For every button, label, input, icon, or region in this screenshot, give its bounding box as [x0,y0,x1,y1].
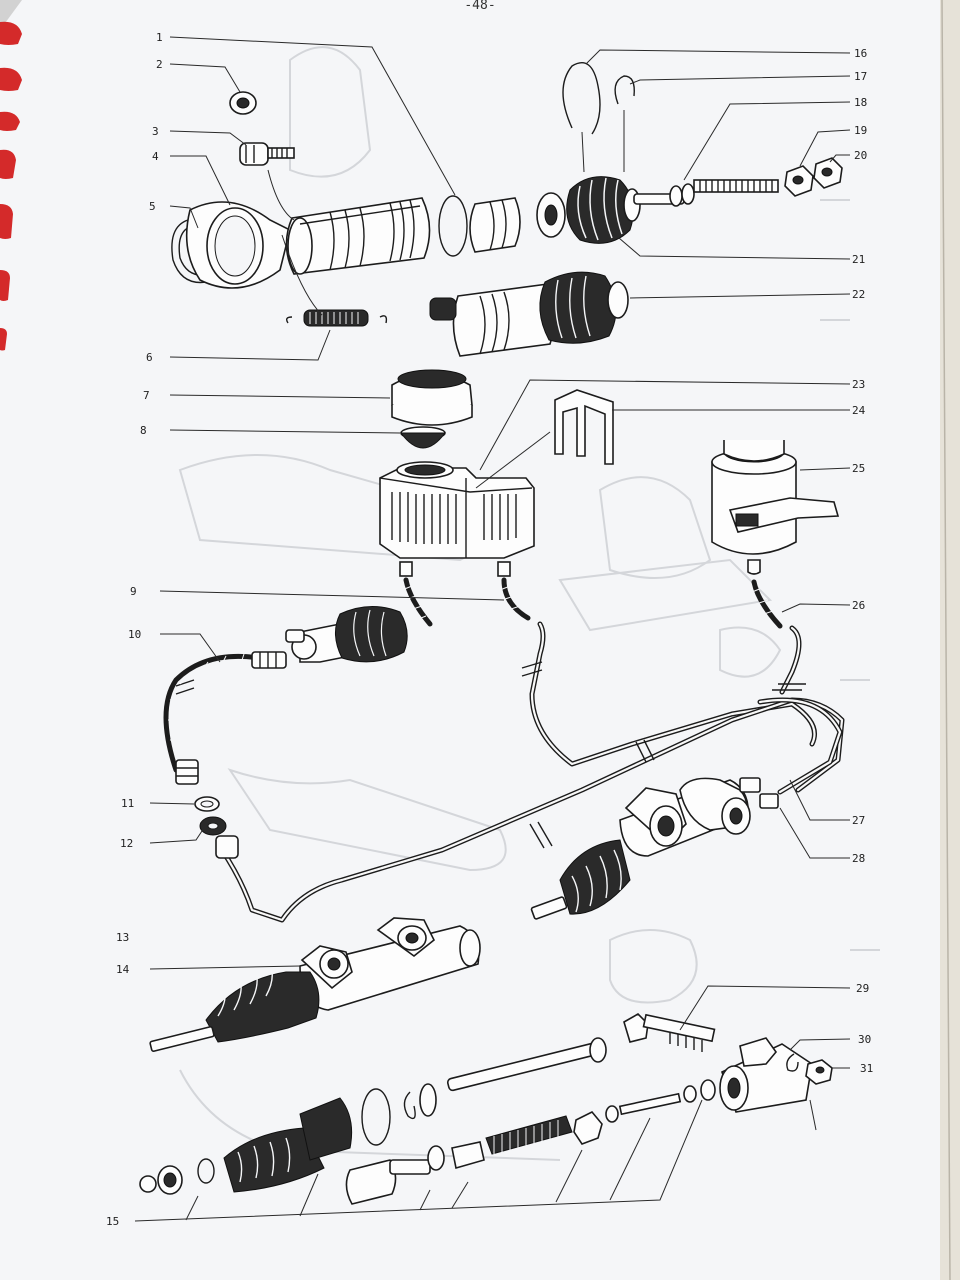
callout-29: 29 [856,982,869,995]
callout-18: 18 [854,96,867,109]
callout-30: 30 [858,1033,871,1046]
part-30-wheel-cylinder [719,1037,813,1113]
piston [469,197,521,253]
pressure-switch [285,606,408,663]
master-cylinder-exploded-view [171,62,843,357]
cup-seal [536,192,566,238]
callout-28: 28 [852,852,865,865]
part-31-nut [805,1059,833,1085]
brake-pipes [175,621,845,923]
show-through-ghost [178,46,880,1161]
callout-22: 22 [852,288,865,301]
part-10-flexible-hose [163,651,287,785]
pipe-end-fitting [215,835,239,859]
part-4-mounting-bracket [185,201,291,289]
callout-5: 5 [149,200,156,213]
part-6-return-spring [285,309,388,327]
callout-14: 14 [116,963,130,976]
cylinder-body [285,197,431,275]
part-15-repair-kit-row [139,1037,716,1205]
callout-8: 8 [140,424,147,437]
binding-ring [0,270,10,301]
part-2-cap-nut [229,91,257,115]
part-12-union-nut [199,816,227,836]
callout-25: 25 [852,462,865,475]
binding-ring [0,328,7,351]
callout-3: 3 [152,125,159,138]
callout-13: 13 [116,931,129,944]
part-7-reservoir-cap [391,369,473,426]
callout-16: 16 [854,47,867,60]
spiral-binding [0,21,22,351]
callout-11: 11 [121,797,134,810]
callout-12: 12 [120,837,133,850]
callout-20: 20 [854,149,867,162]
part-16-circlip [562,62,601,135]
binding-ring [0,204,13,239]
binding-ring [0,111,20,131]
leader-lines [134,36,851,1222]
callout-19: 19 [854,124,867,137]
part-26-reservoir-hose [751,579,783,629]
callout-27: 27 [852,814,865,827]
reservoir-section [379,369,840,629]
part-29-bolt [623,1013,716,1052]
callout-26: 26 [852,599,865,612]
part-14-master-cylinder [149,917,481,1052]
callout-23: 23 [852,378,865,391]
callout-24: 24 [852,404,866,417]
part-25-single-reservoir [711,440,840,575]
callout-21: 21 [852,253,865,266]
part-18-push-rod [633,179,779,207]
part-27-28-slave-cylinder [530,777,779,920]
callout-7: 7 [143,389,150,402]
binding-ring [0,149,16,179]
binding-ring [0,21,22,45]
part-8-strainer [400,426,446,449]
callout-2: 2 [156,58,163,71]
part-11-copper-washer [194,796,220,812]
part-22-assembled-cylinder [429,271,629,357]
callout-9: 9 [130,585,137,598]
callout-15: 15 [106,1215,119,1228]
callout-31: 31 [860,1062,873,1075]
part-1-seal-ring [438,195,468,257]
callout-10: 10 [128,628,141,641]
callout-4: 4 [152,150,159,163]
part-3-banjo-bolt [239,142,295,166]
part-19-nut [784,165,814,197]
part-20-lock-nut [813,157,843,189]
page-number: -48- [464,0,495,13]
callout-17: 17 [854,70,867,83]
callout-1: 1 [156,31,163,44]
callout-6: 6 [146,351,153,364]
callout-numbers: 1 2 3 4 5 6 7 8 9 10 11 12 13 14 15 16 1… [106,31,873,1228]
part-24-reservoir-clip [554,389,614,465]
binding-ring [0,67,22,91]
part-17-clip [614,75,635,105]
part-23-dual-reservoir [379,461,535,559]
